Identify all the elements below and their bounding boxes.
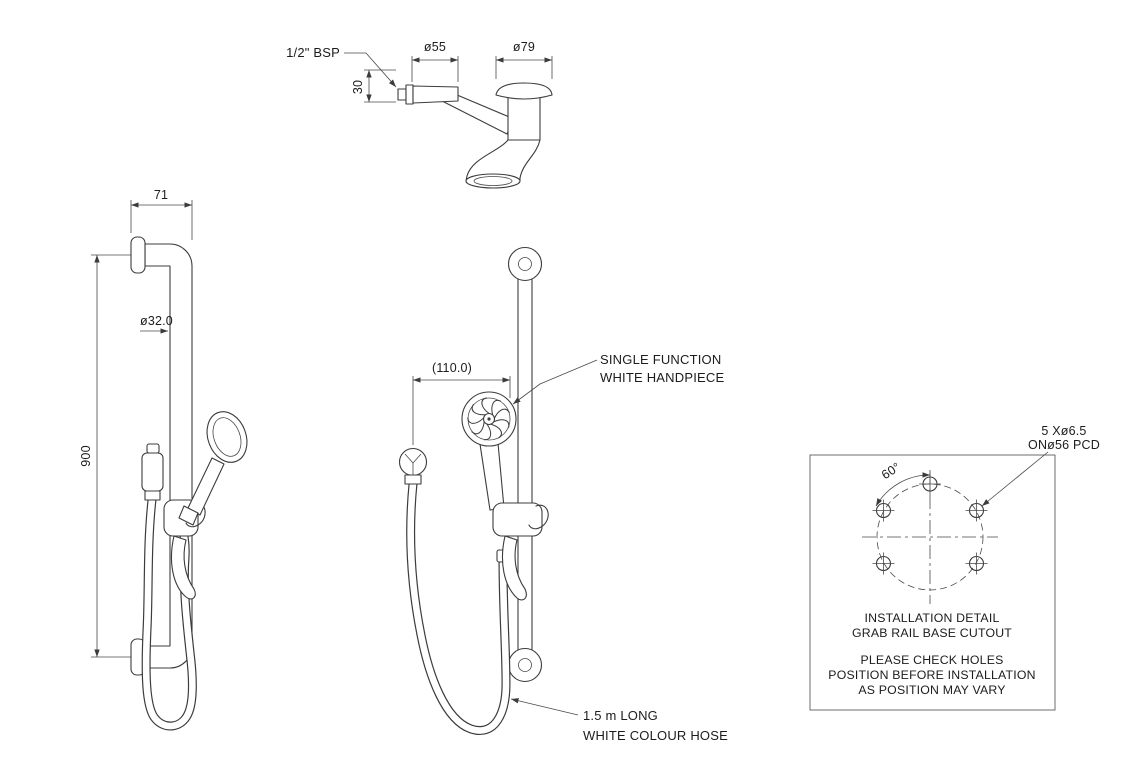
handpiece-handle-front	[479, 442, 505, 511]
detail-caption-line1: INSTALLATION DETAIL	[865, 611, 1000, 625]
cradle-lever-front	[502, 535, 527, 601]
hole-marker	[872, 499, 895, 522]
dim-71-label: 71	[154, 188, 168, 202]
hose-outlet-nut-front	[404, 474, 422, 485]
pitch-circle	[876, 483, 984, 591]
angle-arc	[875, 472, 931, 507]
detail-warning-line2: POSITION BEFORE INSTALLATION	[828, 668, 1035, 682]
dim-110-label: (110.0)	[432, 361, 472, 375]
bsp-leader-line	[344, 52, 397, 88]
holes-note-line1: 5 Xø6.5	[1041, 424, 1086, 438]
hose-outlet-nut	[144, 490, 161, 501]
fitting-body	[412, 85, 459, 104]
hose-side-fill	[142, 496, 196, 730]
detail-warning-line3: AS POSITION MAY VARY	[858, 683, 1005, 697]
column-cap	[495, 82, 553, 100]
installation-detail-border	[809, 454, 1056, 711]
hose-outlet-top	[146, 443, 160, 454]
cradle-lever-side	[171, 535, 196, 600]
cone-rim-inner	[473, 176, 513, 186]
hose-note-line2: WHITE COLOUR HOSE	[583, 728, 728, 743]
dim-dia79-label: ø79	[513, 40, 535, 54]
handpiece-leader-line	[512, 359, 598, 405]
cradle-hook-front	[528, 504, 549, 530]
rail-side-elevation-view: 900 71 ø32.0	[79, 188, 248, 731]
wall-flange-top-front	[507, 246, 543, 282]
wall-flange-top-screw	[518, 257, 532, 271]
hose-leader-line	[510, 698, 579, 716]
dim-dia55-label: ø55	[424, 40, 446, 54]
hose-outlet-body	[141, 452, 164, 492]
bsp-nipple	[397, 88, 407, 101]
wall-flange-bottom-front	[507, 647, 543, 683]
handpiece-face-side	[212, 417, 242, 457]
rail-front-elevation-view: (110.0) SINGLE FUNCTION WHITE HANDPIECE …	[398, 246, 728, 743]
dim-900-label: 900	[79, 445, 93, 466]
handpiece-head-side	[206, 411, 248, 463]
wall-flange-bottom-screw	[518, 658, 532, 672]
dim-dia32-label: ø32.0	[140, 314, 173, 328]
handpiece-handle-side	[187, 457, 225, 516]
slider-cradle-body-front	[492, 502, 543, 537]
handpiece-hub-dot	[487, 417, 491, 421]
hose-note-line1: 1.5 m LONG	[583, 708, 658, 723]
hose-front-outline	[406, 479, 511, 735]
dim-30-label: 30	[351, 80, 365, 94]
handpiece-note-line2: WHITE HANDPIECE	[600, 370, 724, 385]
wall-flange-top	[130, 236, 146, 274]
handpiece-note-line1: SINGLE FUNCTION	[600, 352, 721, 367]
bsp-callout-label: 1/2" BSP	[286, 45, 340, 60]
hole-marker	[965, 499, 988, 522]
holes-note-line2: ONø56 PCD	[1028, 438, 1100, 452]
arm-column	[507, 93, 541, 141]
arm-bracket-detail-view: ø55 ø79 30 1/2" BSP	[286, 40, 553, 189]
hose-front-fill	[407, 480, 510, 734]
detail-warning-line1: PLEASE CHECK HOLES	[860, 653, 1003, 667]
holes-leader-line	[981, 451, 1049, 507]
detail-caption-line2: GRAB RAIL BASE CUTOUT	[852, 626, 1012, 640]
hole-marker	[965, 552, 988, 575]
handpiece-hose-nut-side	[178, 505, 199, 526]
fitting-flange	[405, 84, 414, 105]
installation-detail-panel: 60° 5 Xø6.5 ONø56 PCD INSTALLATION DETAI…	[809, 424, 1100, 711]
hose-outlet-spokes	[404, 453, 422, 475]
hole-marker	[919, 473, 941, 495]
hole-marker	[872, 552, 895, 575]
angle-60-label: 60°	[879, 460, 903, 482]
